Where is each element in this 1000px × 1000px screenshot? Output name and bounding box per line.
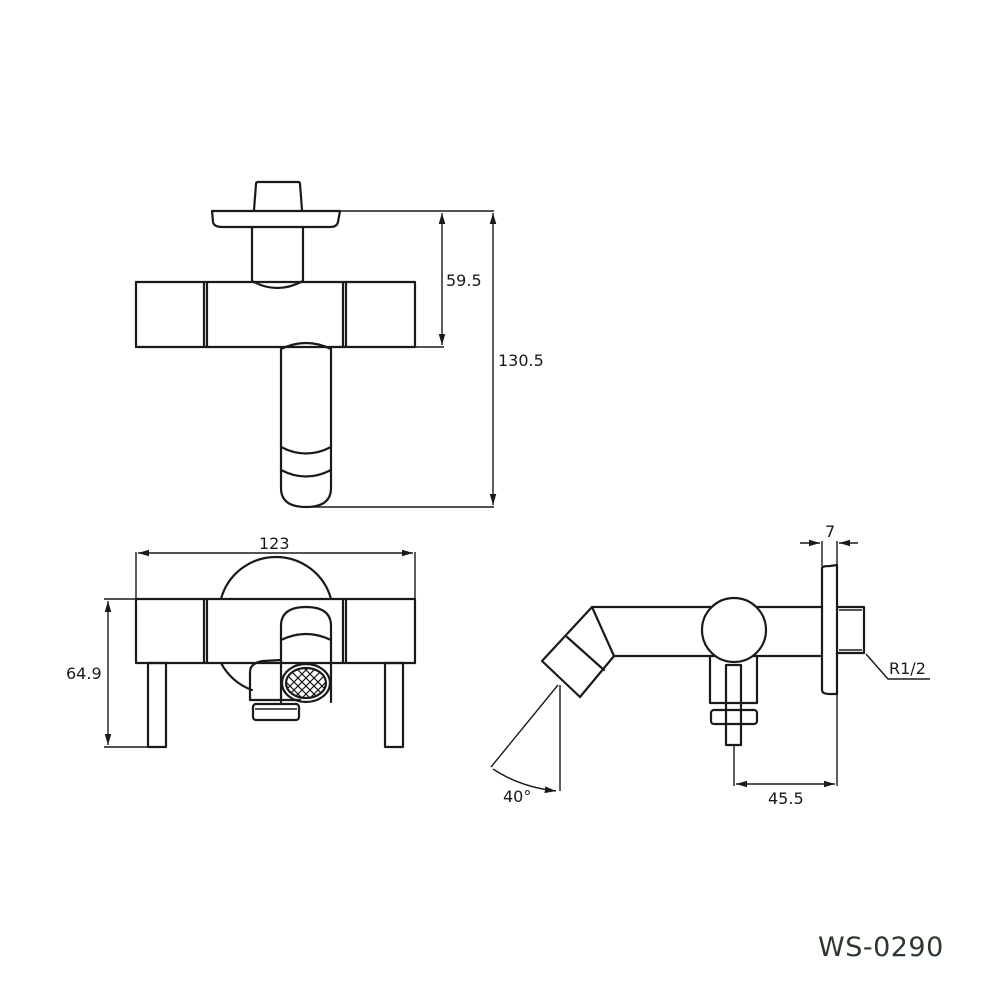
top-view: 59.5 130.5 (134, 180, 544, 509)
thread-label: R1/2 (889, 659, 926, 678)
dim-7: 7 (825, 522, 835, 541)
dim-130-5: 130.5 (498, 351, 544, 370)
dim-40-deg: 40° (503, 787, 531, 806)
side-view: 7 R1/2 40° 45.5 (490, 522, 930, 808)
dim-64-9: 64.9 (66, 664, 102, 683)
dim-59-5: 59.5 (446, 271, 482, 290)
dim-123: 123 (259, 534, 290, 553)
model-code: WS-0290 (818, 932, 944, 963)
aerator-mesh-icon (284, 666, 328, 700)
front-view: 123 64.9 (66, 534, 417, 749)
dim-45-5: 45.5 (768, 789, 804, 808)
